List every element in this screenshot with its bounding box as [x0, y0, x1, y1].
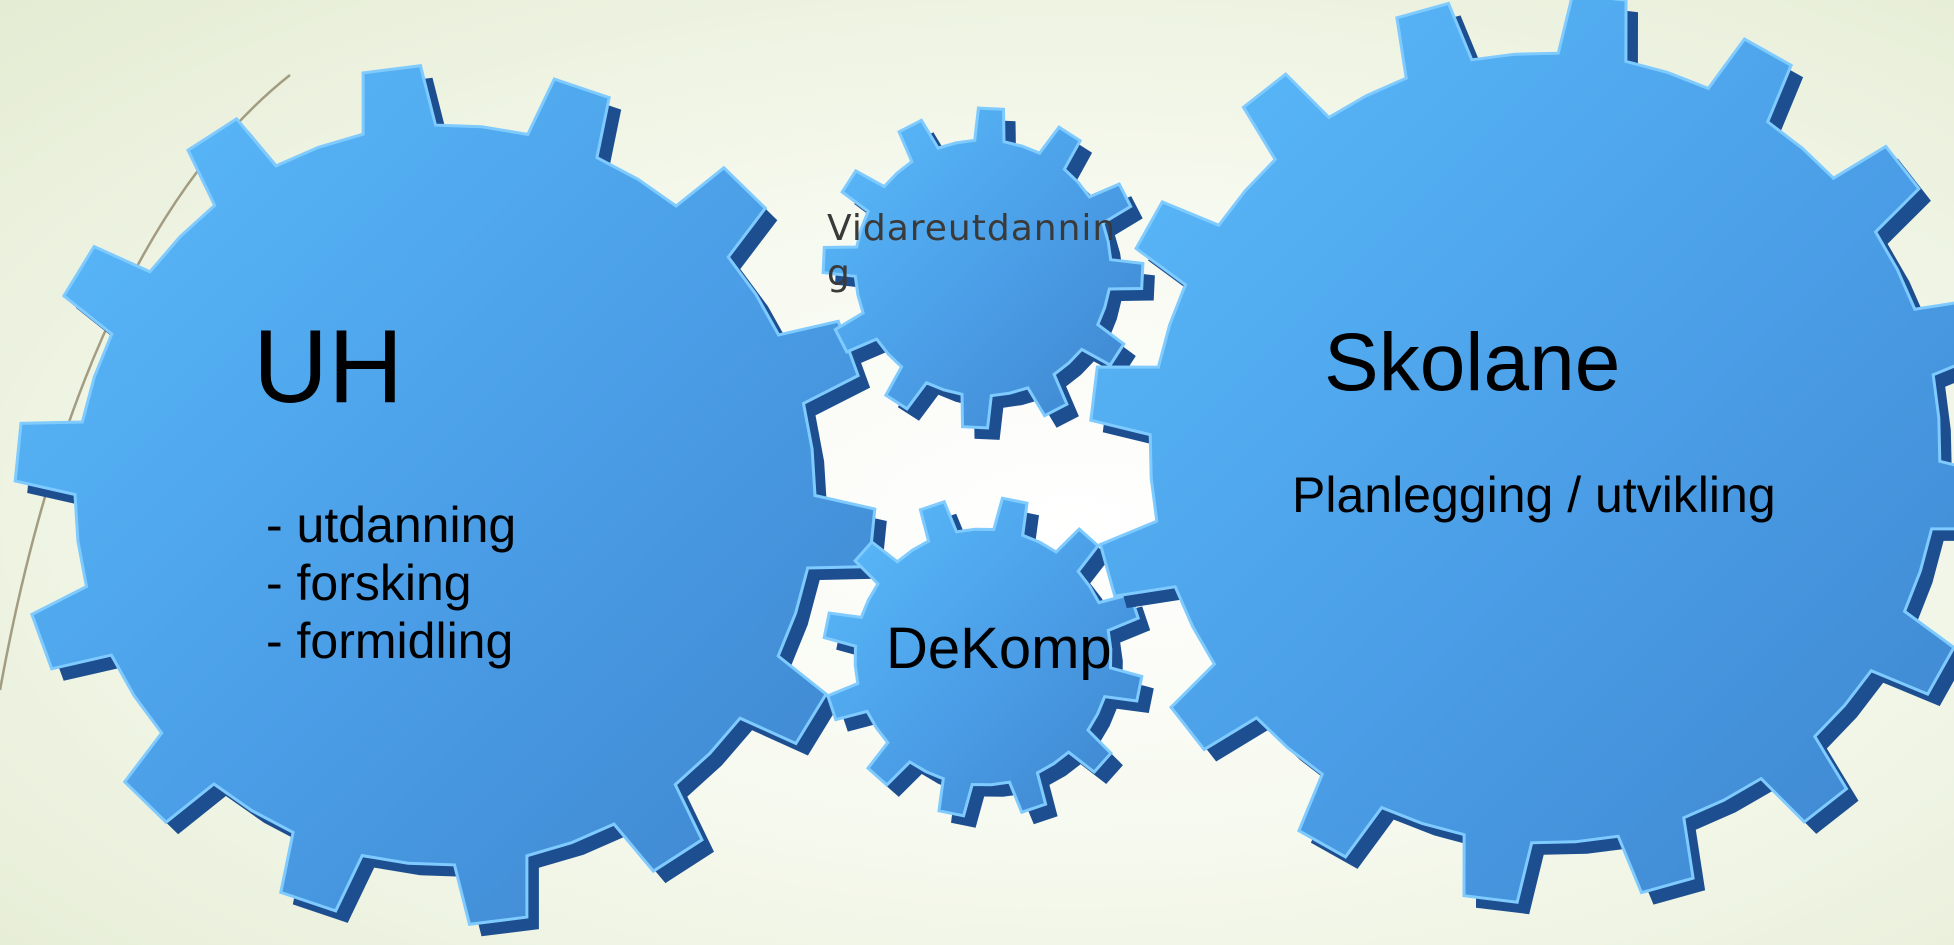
uh-item-forsking: - forsking [266, 555, 472, 611]
skolane-title: Skolane [1324, 317, 1621, 408]
gear-skolane [1089, 0, 1954, 915]
uh-item-utdanning: - utdanning [266, 497, 517, 553]
gear-vidareutdanning [821, 106, 1155, 440]
skolane-subtitle: Planlegging / utvikling [1292, 467, 1776, 523]
gear-uh [13, 64, 887, 937]
dekomp-label: DeKomp [886, 616, 1112, 681]
uh-title: UH [253, 309, 404, 425]
gear-dekomp-body [822, 496, 1144, 818]
gear-dekomp [822, 496, 1154, 828]
gear-skolane-body [1089, 0, 1954, 904]
vidareutdanning-label: Vidareutdanning [827, 208, 1117, 294]
uh-item-list: - utdanning - forsking - formidling [266, 496, 516, 670]
gear-vidareutdanning-body [821, 106, 1145, 430]
gear-uh-body [13, 64, 877, 926]
uh-item-formidling: - formidling [266, 613, 514, 669]
